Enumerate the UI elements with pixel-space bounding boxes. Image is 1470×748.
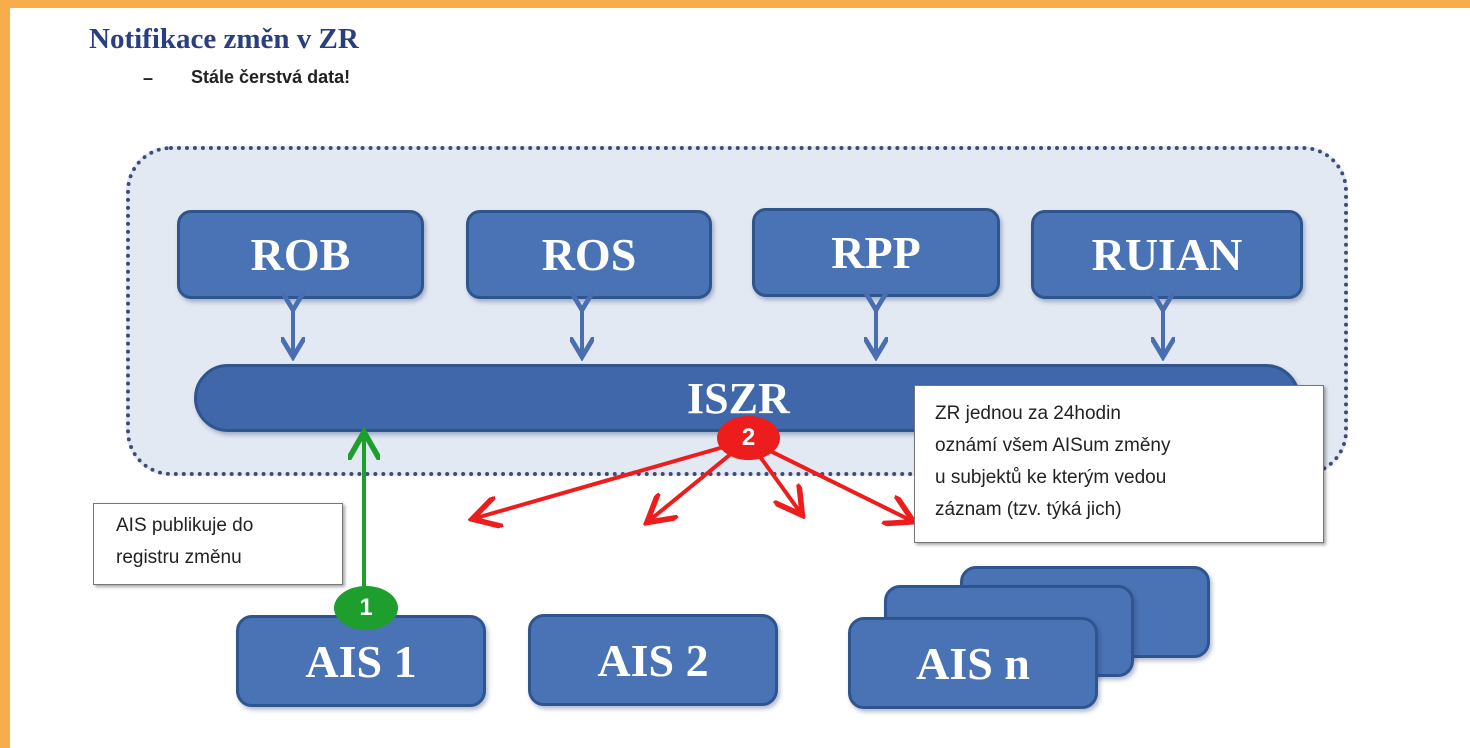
page-title: Notifikace změn v ZR [89, 23, 359, 55]
step-2-badge: 2 [717, 416, 780, 460]
subtitle: Stále čerstvá data! [191, 67, 351, 87]
registry-label: ROB [250, 229, 351, 280]
registry-box-rob: ROB [177, 210, 424, 299]
ais-label: AIS n [916, 637, 1030, 689]
registry-box-ruian: RUIAN [1031, 210, 1303, 299]
iszr-label: ISZR [687, 374, 790, 423]
ais-label: AIS 2 [597, 634, 709, 686]
step-2-number: 2 [741, 424, 756, 451]
notify-arrow-1 [476, 438, 749, 518]
registry-box-rpp: RPP [752, 208, 1000, 297]
note-line: oznámí všem AISum změny [935, 435, 1171, 456]
ais-box-1: AIS 1 [236, 615, 486, 707]
note-line: záznam (tzv. týká jich) [935, 499, 1122, 520]
note-line: registru změnu [116, 547, 242, 568]
arrows-layer [10, 8, 1470, 608]
ais-box-n: AIS n [848, 617, 1098, 709]
registry-label: RUIAN [1091, 229, 1243, 280]
notify-note: ZR jednou za 24hodin oznámí všem AISum z… [914, 385, 1324, 543]
ais-label: AIS 1 [305, 635, 417, 687]
registry-label: RPP [831, 227, 921, 278]
publish-note: AIS publikuje do registru změnu [93, 503, 343, 585]
note-line: AIS publikuje do [116, 515, 254, 536]
note-line: u subjektů ke kterým vedou [935, 467, 1167, 488]
slide: Notifikace změn v ZR – Stále čerstvá dat… [10, 8, 1470, 748]
step-1-badge: 1 [334, 586, 398, 630]
subtitle-bullet: – [143, 68, 154, 88]
note-line: ZR jednou za 24hodin [935, 403, 1121, 424]
registry-box-ros: ROS [466, 210, 712, 299]
registry-label: ROS [541, 229, 637, 280]
step-1-number: 1 [359, 594, 373, 621]
notify-arrow-4 [747, 438, 910, 520]
ais-box-2: AIS 2 [528, 614, 778, 706]
